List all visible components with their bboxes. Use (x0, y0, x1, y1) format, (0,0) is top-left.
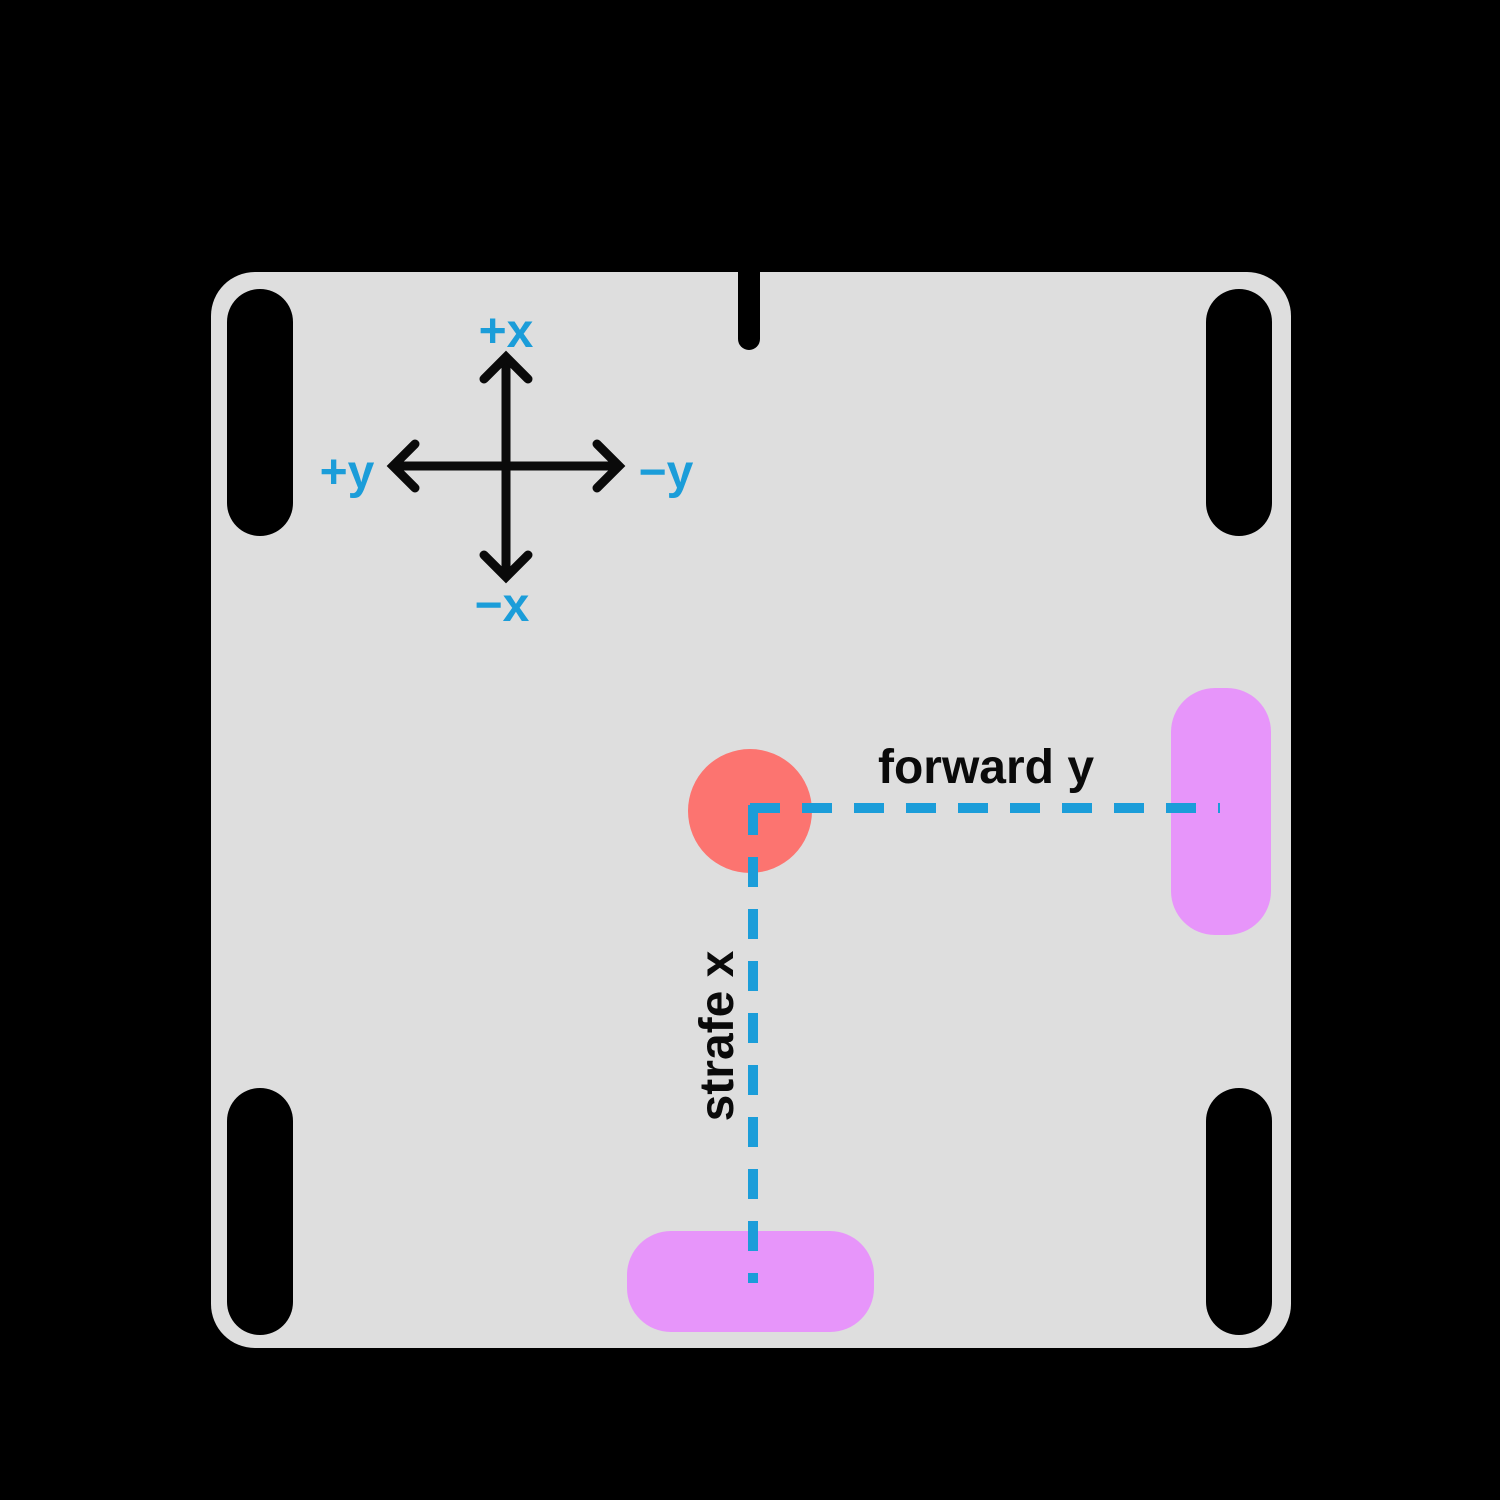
axis-label-plus-x: +x (478, 305, 534, 358)
arrowhead-right-icon (592, 439, 626, 493)
wheel-top-left (227, 289, 293, 536)
forward-axis-dashed-line (750, 803, 1220, 813)
axis-label-minus-y: −y (638, 446, 694, 499)
arrowhead-down-icon (479, 550, 533, 584)
axis-label-minus-x: −x (474, 579, 530, 632)
wheel-bottom-right (1206, 1088, 1272, 1335)
wheel-bottom-left (227, 1088, 293, 1335)
arrowhead-left-icon (386, 439, 420, 493)
axes-cross-icon (386, 350, 626, 584)
axis-label-plus-y: +y (319, 446, 375, 499)
forward-direction-label: forward y (877, 741, 1095, 794)
strafe-direction-label: strafe x (691, 950, 744, 1122)
wheel-top-right (1206, 289, 1272, 536)
arrowhead-up-icon (479, 350, 533, 384)
strafe-axis-dashed-line (748, 805, 758, 1283)
chassis-top-notch (738, 268, 760, 350)
